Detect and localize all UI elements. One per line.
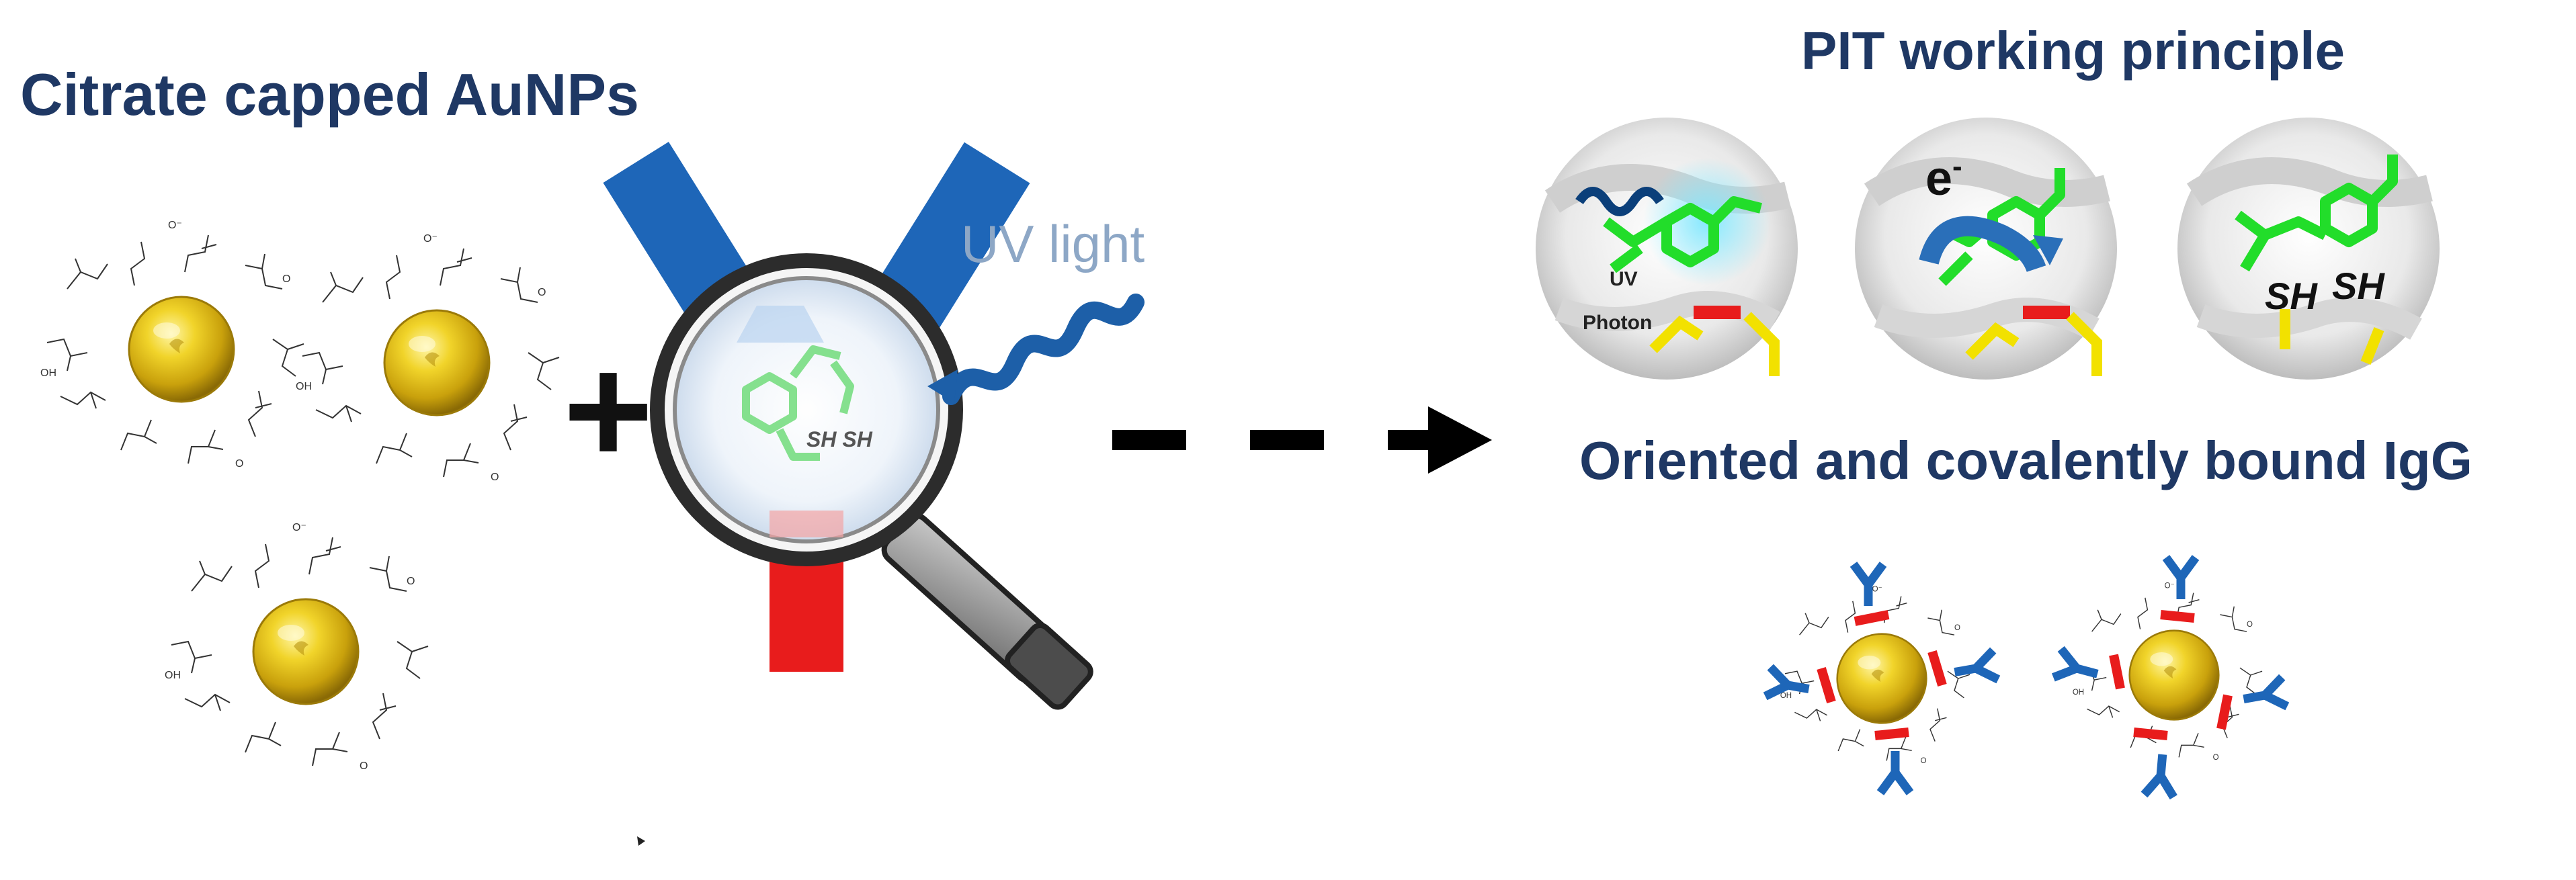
uv-light-label: UV light <box>961 214 1145 273</box>
uv-photon-label: Photon <box>1583 312 1652 334</box>
plus-sign: + <box>563 324 653 496</box>
sh-label-2: SH <box>2332 265 2385 307</box>
citrate-title: Citrate capped AuNPs <box>20 61 639 128</box>
pit-step-2: e- <box>1855 118 2117 380</box>
electron-label: e- <box>1925 150 1962 206</box>
uv-wave <box>927 294 1145 405</box>
sh-label-1: SH <box>2265 275 2318 317</box>
aunp-cluster-1 <box>40 219 304 470</box>
aunp-cluster-2 <box>295 232 560 484</box>
magnifier-handle <box>881 513 1093 710</box>
magnifier-lens: SH SH <box>650 253 963 566</box>
pit-title: PIT working principle <box>1801 21 2345 81</box>
lens-sh-label: SH SH <box>806 427 873 451</box>
aunp-cluster-3 <box>164 521 429 773</box>
igg-aunp-1 <box>1765 564 1999 793</box>
cursor-marker <box>637 836 645 846</box>
bound-title: Oriented and covalently bound IgG <box>1579 431 2473 490</box>
pit-step-3: SH SH <box>2177 118 2440 380</box>
pit-step-1: UV Photon <box>1536 118 1798 380</box>
igg-aunp-2 <box>2053 558 2287 797</box>
process-arrow <box>1112 406 1492 474</box>
uv-photon-uv: UV <box>1610 268 1638 290</box>
